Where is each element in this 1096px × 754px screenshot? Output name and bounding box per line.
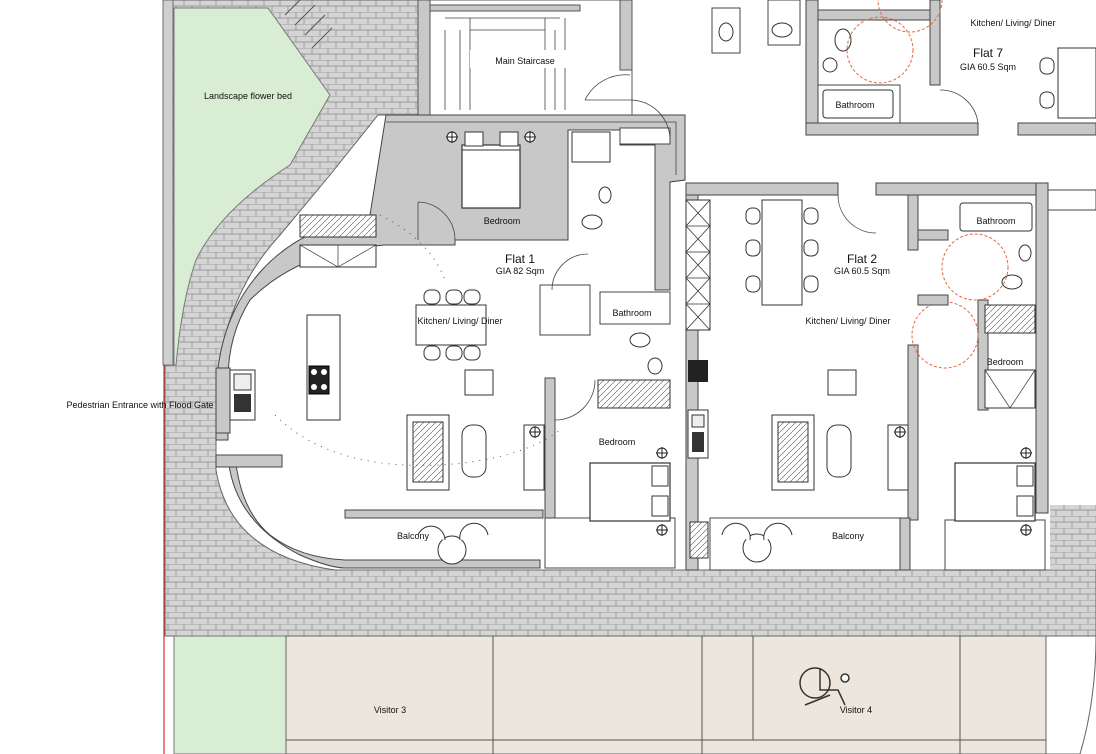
label-pedestrian-entrance: Pedestrian Entrance with Flood Gate xyxy=(66,400,213,410)
label-visitor-3: Visitor 3 xyxy=(374,705,406,715)
basin-icon xyxy=(822,57,838,73)
flat2-title: Flat 2 xyxy=(847,252,877,266)
toilet-icon xyxy=(834,28,852,52)
dining-table-icon xyxy=(761,199,803,306)
flat2-walls xyxy=(685,182,1096,571)
label-landscape-flower-bed: Landscape flower bed xyxy=(204,91,292,101)
bed-icon xyxy=(461,144,521,209)
label-flat1-kitchen: Kitchen/ Living/ Diner xyxy=(417,316,502,326)
label-flat2-kitchen: Kitchen/ Living/ Diner xyxy=(805,316,890,326)
label-visitor-4: Visitor 4 xyxy=(840,705,872,715)
label-flat2-balcony: Balcony xyxy=(832,531,865,541)
flat2-area: GIA 60.5 Sqm xyxy=(834,266,890,276)
sink-icon xyxy=(233,373,252,391)
toilet-icon xyxy=(1001,274,1023,290)
flat7-walls xyxy=(711,0,1096,136)
boundary-wall xyxy=(162,0,174,366)
label-flat2-bathroom: Bathroom xyxy=(976,216,1015,226)
dining-table-icon xyxy=(415,304,487,346)
flat1-interior xyxy=(229,99,671,565)
label-flat7-kitchen: Kitchen/ Living/ Diner xyxy=(970,18,1055,28)
basin-icon xyxy=(647,357,663,375)
label-flat1-balcony: Balcony xyxy=(397,531,430,541)
flat7-area: GIA 60.5 Sqm xyxy=(960,62,1016,72)
label-flat1-bedroom: Bedroom xyxy=(599,437,636,447)
flat1-title: Flat 1 xyxy=(505,252,535,266)
label-flat1-bathroom: Bathroom xyxy=(612,308,651,318)
landscape-flower-bed xyxy=(173,7,331,366)
toilet-icon xyxy=(629,332,651,348)
flat1-area: GIA 82 Sqm xyxy=(496,266,545,276)
flat7-title: Flat 7 xyxy=(973,46,1003,60)
basin-icon xyxy=(598,186,612,204)
parking-area xyxy=(285,635,1096,754)
label-flat2-bedroom: Bedroom xyxy=(987,357,1024,367)
label-flat1-bedroom-top: Bedroom xyxy=(484,216,521,226)
flat2-interior xyxy=(689,194,1036,563)
accessible-parking-icon xyxy=(799,667,850,706)
basin-icon xyxy=(1018,244,1032,262)
landscape-strip xyxy=(173,635,287,754)
main-staircase xyxy=(417,0,633,116)
toilet-icon xyxy=(581,214,603,230)
bike-stand-marks xyxy=(284,0,333,49)
label-flat7-bathroom: Bathroom xyxy=(835,100,874,110)
label-main-staircase: Main Staircase xyxy=(495,56,555,66)
service-riser xyxy=(685,199,711,459)
